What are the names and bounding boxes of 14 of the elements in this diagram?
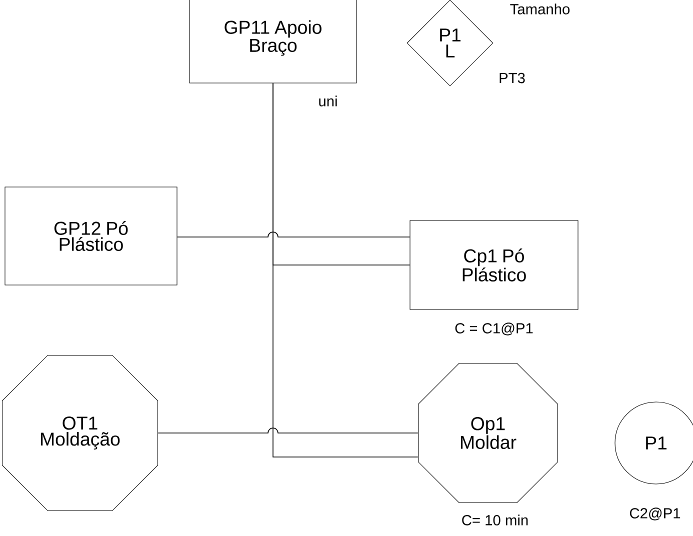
annotation-text: uni: [319, 96, 337, 106]
connector-line: [272, 82, 418, 458]
annotation-text: C2@P1: [630, 508, 680, 520]
connector-line: [176, 232, 410, 238]
process-box: Cp1 Pó Plástico: [410, 220, 578, 310]
annotation-text: Tamanho: [510, 4, 570, 14]
annotation-text: C= 10 min: [462, 514, 528, 526]
connector-line: [158, 428, 418, 434]
annotation-text: C = C1@P1: [455, 322, 533, 336]
octagon-node: OT1 Moldação: [2, 354, 158, 512]
annotation-text: PT3: [500, 72, 525, 84]
octagon-node: Op1 Moldar: [418, 363, 558, 503]
process-box: GP12 Pó Plástico: [4, 186, 178, 286]
process-box: GP11 Apoio Braço: [189, 0, 357, 84]
